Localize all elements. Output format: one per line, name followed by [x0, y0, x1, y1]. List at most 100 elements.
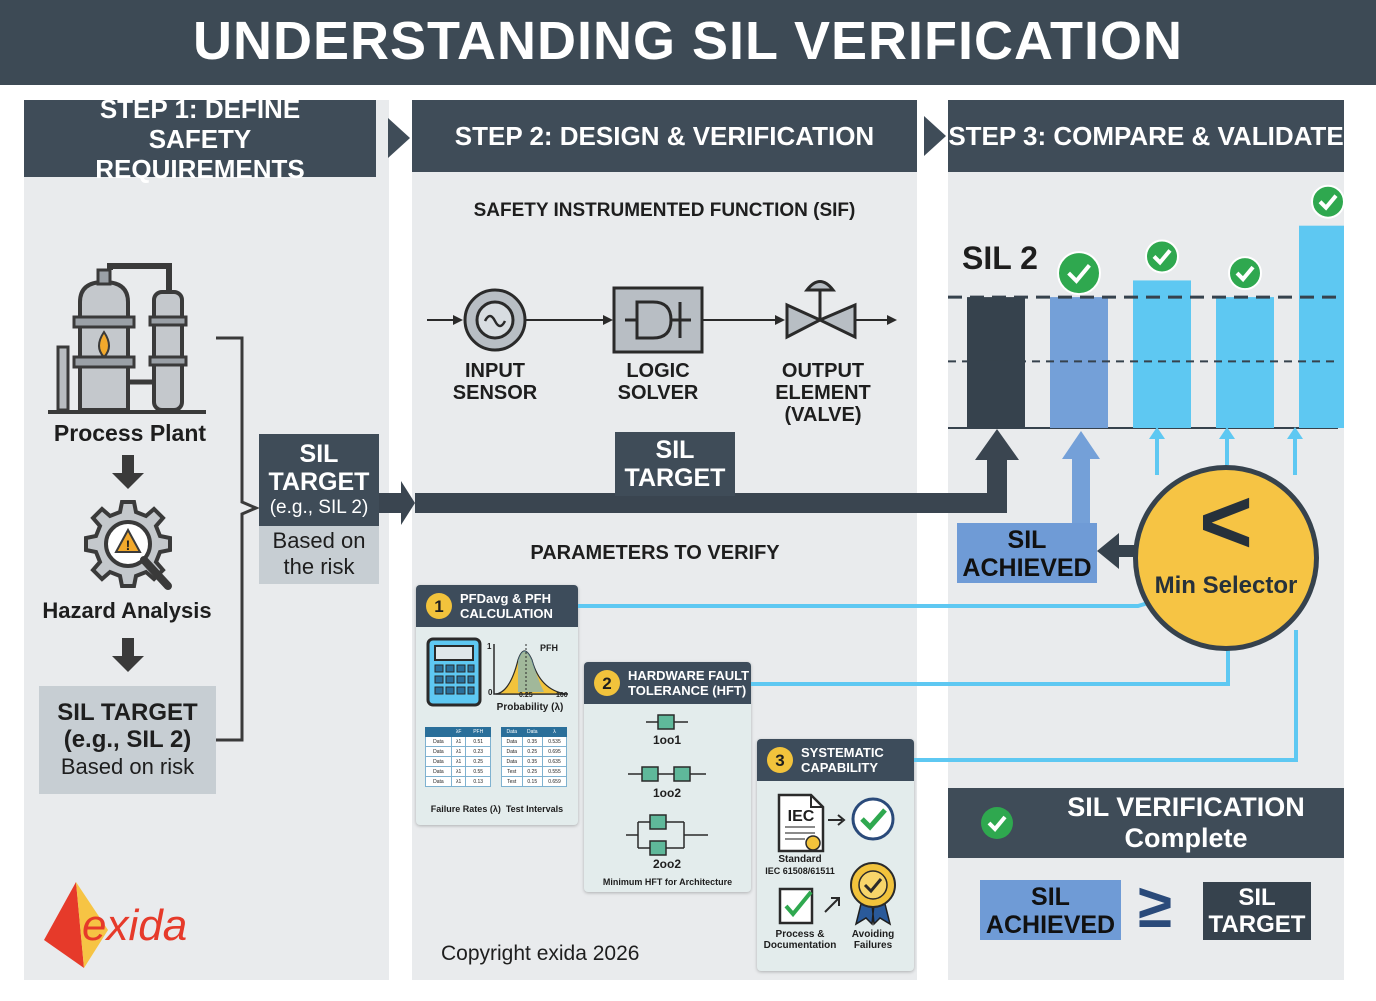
sil-target-side-header: SIL TARGET (e.g., SIL 2)	[259, 434, 379, 526]
title-bar	[0, 0, 1376, 85]
sil-target-center-l1: SIL	[655, 436, 695, 464]
pfh-label: PFH	[540, 643, 558, 653]
pfd-card-header: 1 PFDavg & PFH CALCULATION	[416, 585, 578, 627]
pfh-axis-025: 0.25	[519, 692, 533, 699]
hft-card-num: 2	[594, 670, 620, 696]
final-achieved-l1: SIL	[1031, 883, 1070, 911]
table-header-cell: λ	[542, 727, 567, 737]
process-doc-l1: Process &	[775, 929, 825, 940]
output-element-label: OUTPUT ELEMENT (VALVE)	[763, 360, 883, 426]
table-cell: Data	[501, 746, 523, 757]
architecture-1oo2-icon	[628, 766, 706, 782]
table-cell: λ1	[450, 746, 467, 757]
sil-target-side-basis-l2: the risk	[283, 554, 355, 579]
systematic-card-header: 3 SYSTEMATIC CAPABILITY	[757, 739, 914, 781]
sil2-label: SIL 2	[962, 240, 1038, 276]
table-header-cell: λF	[450, 727, 467, 737]
input-sensor-label: INPUT SENSOR	[440, 360, 550, 404]
sil-target-side-basis-l1: Based on	[272, 528, 366, 553]
table-cell: Data	[425, 766, 452, 777]
pfh-axis-1: 1	[487, 642, 492, 651]
sil-target-title: SIL TARGET	[57, 699, 198, 726]
sil-target-center-l2: TARGET	[624, 464, 726, 492]
copyright: Copyright exida 2026	[441, 942, 640, 965]
pfh-axis-100: 100	[556, 692, 568, 699]
final-target-box: SIL TARGET	[1203, 882, 1311, 940]
output-element-l2: ELEMENT	[775, 382, 871, 404]
bracket-connector	[216, 336, 260, 742]
table-cell: 0.13	[465, 776, 491, 787]
sil-achieved-l1: SIL	[1007, 526, 1047, 554]
process-plant-icon	[48, 263, 206, 414]
arch-1oo2-label: 1oo2	[652, 786, 681, 800]
input-sensor-icon	[463, 288, 527, 352]
sil-target-basis: Based on risk	[60, 754, 195, 779]
check-circle-icon	[851, 797, 895, 841]
down-arrow-icon	[112, 455, 144, 489]
step2-header: STEP 2: DESIGN & VERIFICATION	[412, 100, 917, 172]
table-cell: 0.35	[521, 756, 543, 767]
step3-header-label: STEP 3: COMPARE & VALIDATE	[948, 120, 1344, 151]
table-header-cell: Data	[521, 727, 543, 737]
final-achieved-box: SIL ACHIEVED	[980, 880, 1121, 940]
final-achieved-l2: ACHIEVED	[985, 911, 1116, 939]
down-arrow-icon	[112, 638, 144, 672]
input-sensor-l2: SENSOR	[452, 382, 538, 404]
sil-target-side-l1: SIL	[299, 440, 339, 468]
standard-l2: IEC 61508/61511	[765, 866, 835, 876]
hft-card-header: 2 HARDWARE FAULT TOLERANCE (HFT)	[584, 662, 751, 704]
logic-solver-l1: LOGIC	[626, 360, 690, 382]
chart-bar	[1299, 225, 1344, 428]
sil-chart	[948, 184, 1344, 429]
process-doc-l2: Documentation	[763, 940, 837, 951]
complete-label: SIL VERIFICATION Complete	[1067, 792, 1305, 853]
table-cell: Data	[425, 746, 452, 757]
min-selector: < Min Selector	[1133, 465, 1319, 651]
step-arrow-icon	[388, 118, 410, 158]
table-cell: 0.23	[465, 746, 491, 757]
min-selector-label: Min Selector	[1154, 572, 1298, 599]
sil-target-center-box: SIL TARGET	[615, 432, 735, 496]
chart-bar	[1050, 297, 1108, 428]
logic-solver-l2: SOLVER	[617, 382, 699, 404]
systematic-card-num: 3	[767, 747, 793, 773]
table-cell: 0.555	[542, 766, 567, 777]
arch-2oo2-label: 2oo2	[652, 857, 681, 871]
award-badge-icon	[850, 862, 896, 926]
output-element-l3: (VALVE)	[784, 404, 862, 426]
standard-l1: Standard	[778, 854, 822, 865]
table-header-cell: Data	[501, 727, 523, 737]
table-cell: 0.695	[542, 746, 567, 757]
systematic-card-title-l1: SYSTEMATIC	[801, 745, 884, 760]
table-header-cell: PFH	[465, 727, 491, 737]
table-cell: 0.659	[542, 776, 567, 787]
sil-target-side-example: (e.g., SIL 2)	[269, 497, 369, 518]
sil-achieved-l2: ACHIEVED	[962, 554, 1092, 582]
arrow-right-icon	[828, 814, 846, 826]
calculator-icon	[426, 637, 482, 707]
step2-header-label: STEP 2: DESIGN & VERIFICATION	[454, 120, 875, 151]
hft-card-title-l1: HARDWARE FAULT	[628, 668, 750, 683]
iec-label: IEC	[787, 808, 815, 825]
pfh-curve-icon	[493, 644, 568, 695]
chart-bar	[967, 297, 1025, 428]
step1-header: STEP 1: DEFINE SAFETY REQUIREMENTS	[24, 94, 376, 184]
avoid-failures-l2: Failures	[853, 940, 893, 951]
pfd-card-title-l1: PFDavg & PFH	[460, 591, 552, 606]
chart-bar	[1133, 280, 1191, 428]
final-target-l2: TARGET	[1208, 911, 1306, 938]
table-cell: 0.635	[542, 756, 567, 767]
table-cell: λ1	[450, 776, 467, 787]
hft-caption: Minimum HFT for Architecture	[602, 877, 733, 887]
logic-solver-icon	[612, 286, 704, 354]
step-arrow-icon	[924, 116, 946, 156]
sil-achieved-box: SIL ACHIEVED	[957, 523, 1097, 583]
check-circle-icon	[1311, 184, 1344, 219]
arrow-right-icon	[824, 897, 840, 913]
check-circle-icon	[1057, 251, 1101, 296]
